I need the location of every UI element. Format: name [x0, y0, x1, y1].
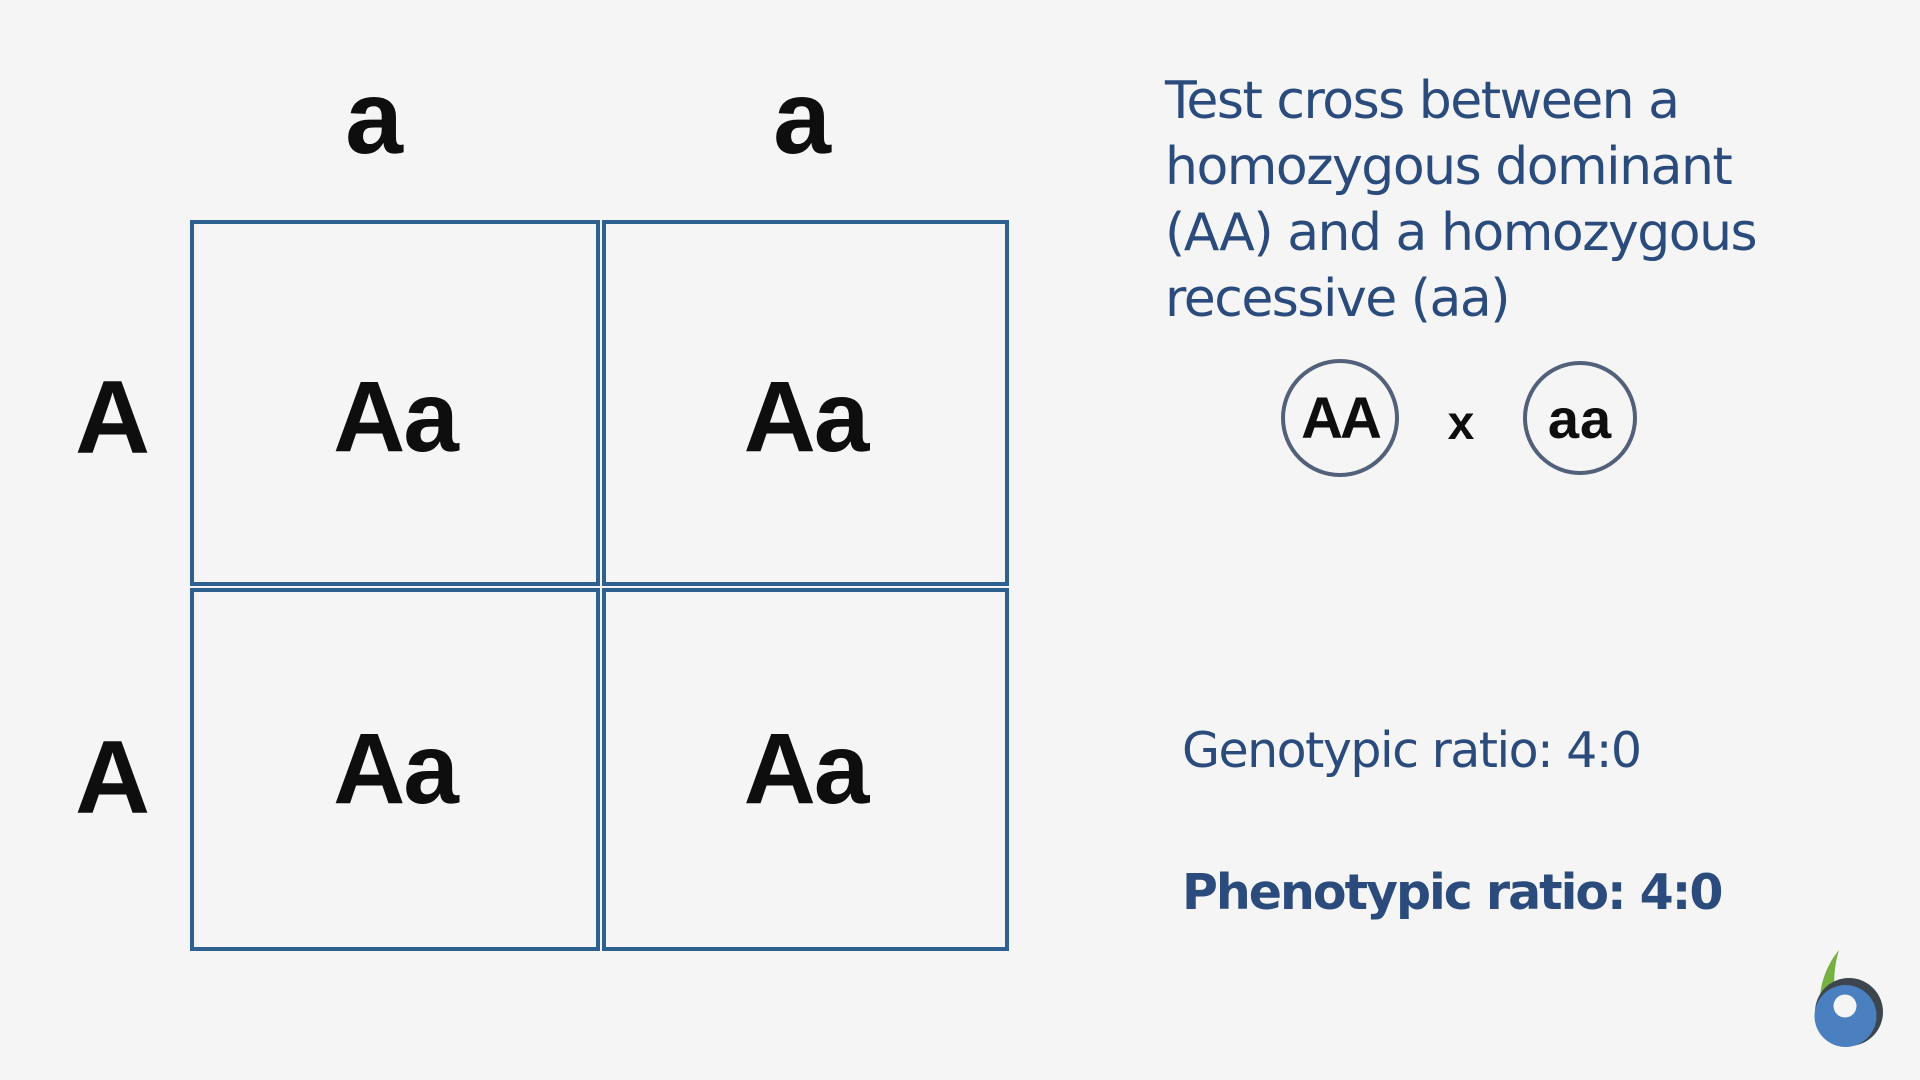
parent2-genotype-circle: aa [1523, 361, 1637, 475]
parent1-genotype-circle: AA [1281, 359, 1399, 477]
punnett-col-header-1: a [345, 60, 403, 176]
phenotypic-ratio-text: Phenotypic ratio: 4:0 [1182, 864, 1723, 921]
brand-logo-icon [1814, 950, 1883, 1047]
punnett-col-header-2: a [773, 60, 831, 176]
punnett-cell-top-right: Aa [602, 220, 1009, 586]
title-line-3: (AA) and a homozygous [1165, 203, 1758, 263]
title-line-4: recessive (aa) [1165, 269, 1511, 329]
punnett-cell-bottom-right: Aa [602, 588, 1009, 951]
parent1-genotype: AA [1301, 385, 1382, 451]
parent2-genotype: aa [1547, 386, 1613, 450]
punnett-row-header-1: A [74, 360, 151, 476]
genotypic-ratio-text: Genotypic ratio: 4:0 [1182, 722, 1642, 779]
title-line-2: homozygous dominant [1165, 137, 1733, 197]
cross-operator: x [1447, 397, 1475, 450]
title-text: Test cross between a homozygous dominant… [1165, 68, 1865, 332]
punnett-row-header-2: A [74, 720, 151, 836]
punnett-cell-bottom-left: Aa [190, 588, 600, 951]
title-line-1: Test cross between a [1165, 71, 1680, 131]
logo-center-hole [1833, 994, 1857, 1018]
punnett-cell-top-left: Aa [190, 220, 600, 586]
